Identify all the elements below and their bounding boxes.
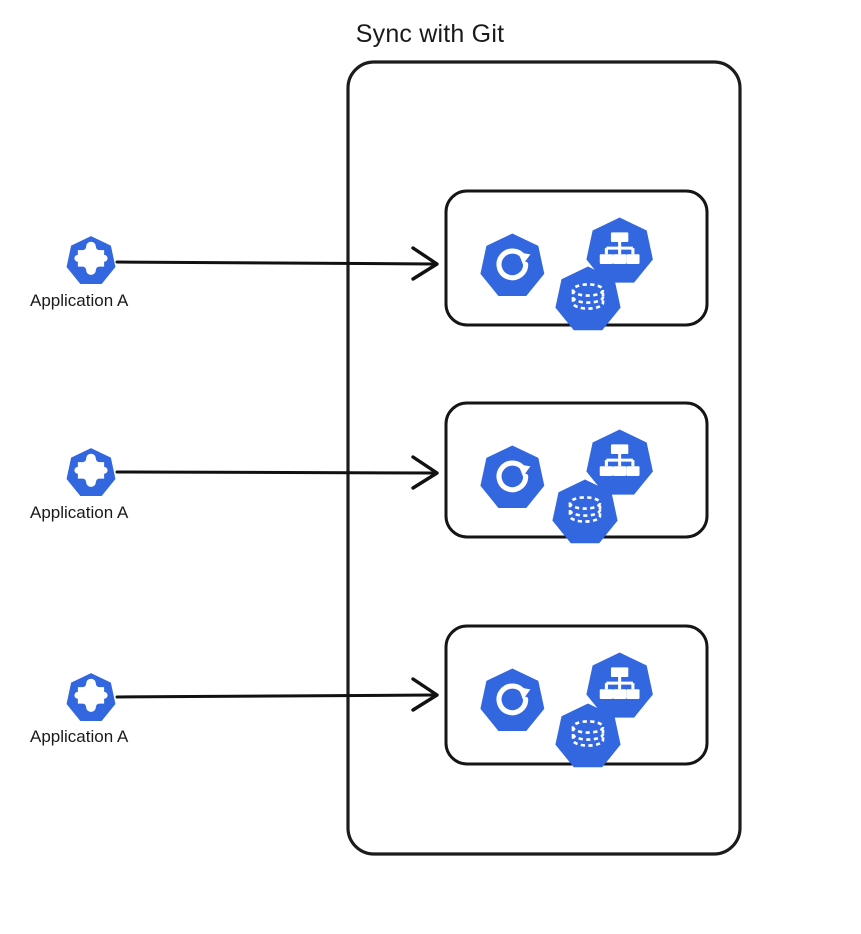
- source-application-2[interactable]: Application A: [30, 448, 129, 522]
- source-application-1[interactable]: Application A: [30, 236, 129, 310]
- deployment-refresh-icon: [480, 668, 545, 731]
- puzzle-piece-icon: [66, 236, 116, 284]
- service-hierarchy-icon: [586, 429, 653, 495]
- service-hierarchy-icon: [586, 652, 653, 718]
- source-application-3[interactable]: Application A: [30, 673, 129, 746]
- source-application-label: Application A: [30, 291, 129, 310]
- puzzle-piece-icon: [66, 673, 116, 721]
- cluster-card-3[interactable]: [444, 624, 709, 768]
- deployment-refresh-icon: [480, 445, 545, 508]
- cluster-card-1[interactable]: [444, 189, 709, 331]
- persistent-volume-database-icon: [552, 479, 618, 544]
- puzzle-piece-icon: [66, 448, 116, 496]
- persistent-volume-database-icon: [555, 703, 621, 768]
- source-application-label: Application A: [30, 503, 129, 522]
- cluster-card-2[interactable]: [444, 401, 709, 544]
- deployment-refresh-icon: [480, 233, 545, 296]
- connector-arrow-2: [115, 455, 439, 490]
- connector-arrow-3: [115, 677, 439, 712]
- diagram-title: Sync with Git: [356, 20, 504, 48]
- connector-arrow-1: [115, 246, 439, 281]
- service-hierarchy-icon: [586, 217, 653, 283]
- persistent-volume-database-icon: [555, 266, 621, 331]
- source-application-label: Application A: [30, 727, 129, 746]
